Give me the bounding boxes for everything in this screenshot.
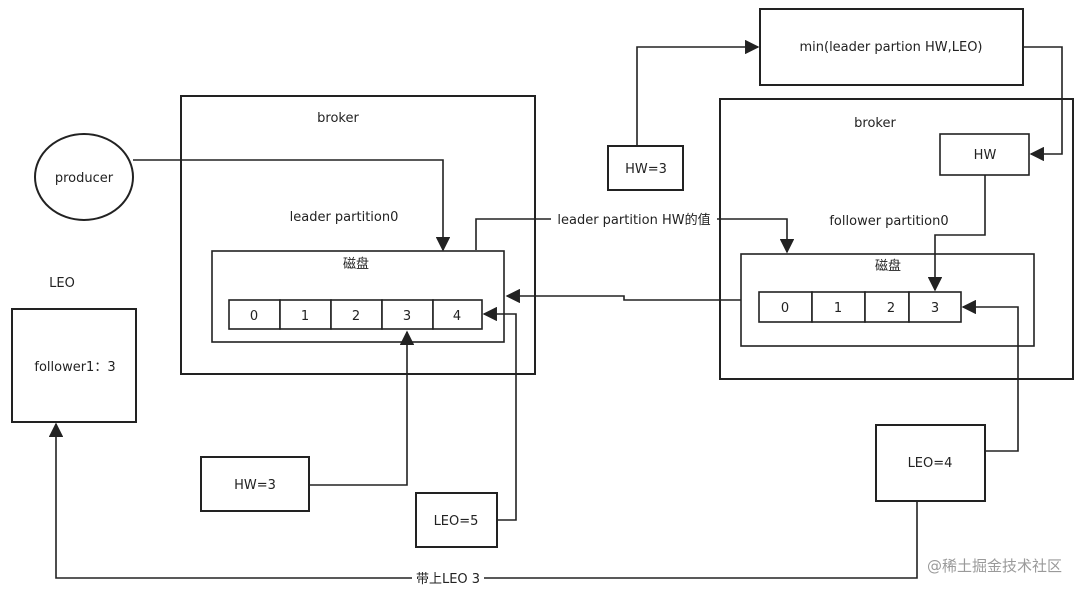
follower-hw-label: HW (974, 148, 997, 163)
leader-hw-label: HW=3 (234, 478, 276, 493)
arrow-follower-leo-pointer (961, 299, 1019, 452)
edge-label-bg (412, 569, 484, 587)
left-disk-label: 磁盘 (343, 256, 369, 272)
left-broker-title: broker (317, 111, 359, 126)
log-cell-offset: 4 (453, 309, 461, 324)
hw-top-node: HW=3 (607, 145, 684, 191)
follower-leo-node: LEO=4 (875, 424, 986, 502)
log-cell-offset: 0 (781, 301, 789, 316)
arrow-follower-hw-to-cell (927, 175, 986, 292)
producer-node: producer (34, 133, 134, 221)
edge-label-leo: 带上LEO 3 (416, 572, 480, 587)
arrow-hw-to-min (636, 39, 760, 146)
leader-hw-node: HW=3 (200, 456, 310, 512)
leader-log-cells: 0 1 2 3 4 (228, 299, 483, 330)
left-broker: broker leader partition0 磁盘 0 1 2 3 4 (180, 95, 536, 375)
log-cell-offset: 0 (250, 309, 258, 324)
log-cell-offset: 1 (834, 301, 842, 316)
watermark: @稀土掘金技术社区 (927, 557, 1062, 575)
follower-log-cells: 0 1 2 3 (758, 291, 962, 323)
follower-leo-label: LEO=4 (908, 456, 953, 471)
log-cell (381, 299, 434, 330)
arrow-leader-leo-pointer (482, 306, 517, 521)
arrow-leo-to-follower1 (48, 422, 918, 579)
log-cell (432, 299, 483, 330)
min-hw-leo-label: min(leader partion HW,LEO) (799, 40, 982, 55)
log-cell-offset: 3 (931, 301, 939, 316)
arrow-fetch-to-leader (505, 288, 741, 304)
follower-hw-box (939, 133, 1030, 176)
log-cell (228, 299, 281, 330)
leader-partition-label: leader partition0 (290, 210, 399, 225)
edge-label-bg (551, 210, 717, 228)
log-cell (758, 291, 813, 323)
log-cell-offset: 3 (403, 309, 411, 324)
leader-leo-label: LEO=5 (434, 514, 479, 529)
edge-label-hw-value: leader partition HW的值 (557, 212, 710, 228)
log-cell (330, 299, 383, 330)
leader-leo-node: LEO=5 (415, 492, 498, 548)
right-broker: broker follower partition0 磁盘 0 1 2 3 HW (719, 98, 1074, 380)
log-cell-offset: 2 (352, 309, 360, 324)
follower1-node: follower1：3 (11, 308, 137, 423)
follower1-label: follower1：3 (34, 360, 115, 375)
log-cell (864, 291, 910, 323)
arrow-leader-hw-pointer (309, 330, 415, 486)
right-broker-title: broker (854, 116, 896, 131)
arrow-producer-to-leader (133, 159, 451, 252)
follower-partition-label: follower partition0 (829, 214, 948, 229)
connectors (48, 39, 1063, 579)
log-cell-offset: 1 (301, 309, 309, 324)
log-cell-offset: 2 (887, 301, 895, 316)
right-disk-label: 磁盘 (875, 258, 901, 274)
log-cell (908, 291, 962, 323)
min-hw-leo-node: min(leader partion HW,LEO) (759, 8, 1024, 86)
arrow-min-to-follower-hw (1023, 46, 1063, 162)
producer-label: producer (55, 171, 114, 186)
leo-label: LEO (49, 276, 75, 291)
hw-top-label: HW=3 (625, 162, 667, 177)
